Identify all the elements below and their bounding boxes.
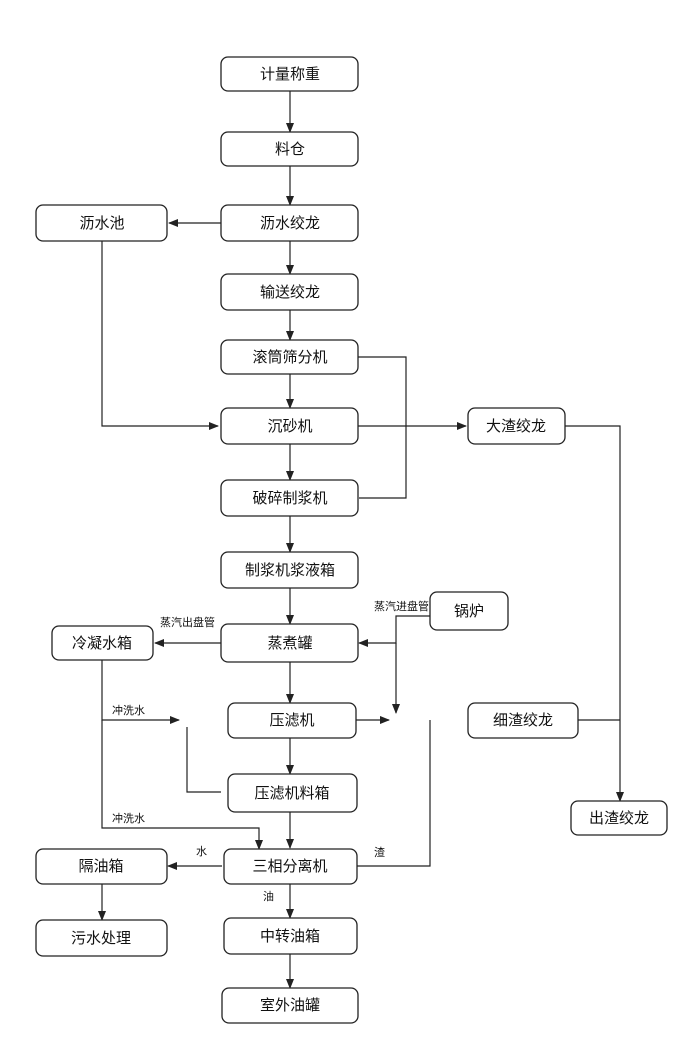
node-drain-pool: 沥水池 xyxy=(35,204,168,242)
node-transfer-oil-tank: 中转油箱 xyxy=(223,917,358,955)
label-steam-in: 蒸汽进盘管 xyxy=(374,599,429,613)
edge-pool-grit xyxy=(101,241,219,430)
svg-text:污水处理: 污水处理 xyxy=(71,929,131,947)
node-filter-press: 压滤机 xyxy=(227,702,357,739)
edge-drum-screen-crusher-loop xyxy=(357,356,407,499)
svg-text:中转油箱: 中转油箱 xyxy=(260,927,320,945)
edge-steam-out-coil xyxy=(186,727,221,793)
svg-text:隔油箱: 隔油箱 xyxy=(78,857,123,875)
node-pulp-tank: 制浆机浆液箱 xyxy=(220,551,359,589)
svg-text:沥水池: 沥水池 xyxy=(79,214,124,232)
node-conveyor-screw: 输送绞龙 xyxy=(220,273,359,311)
edge-coarse-slag-out xyxy=(565,425,624,802)
svg-text:沥水绞龙: 沥水绞龙 xyxy=(260,214,320,232)
node-condensate-tank: 冷凝水箱 xyxy=(51,625,154,661)
node-wastewater-treatment: 污水处理 xyxy=(35,919,168,957)
node-grit-remover: 沉砂机 xyxy=(220,407,359,445)
node-filter-feed-tank: 压滤机料箱 xyxy=(227,773,358,813)
label-flush-water-1: 冲洗水 xyxy=(112,703,145,717)
node-metering: 计量称重 xyxy=(220,56,359,92)
label-oil: 油 xyxy=(263,889,274,903)
edge-separator-slag xyxy=(357,720,431,867)
node-outdoor-oil-tank: 室外油罐 xyxy=(221,987,359,1024)
node-slag-out-screw: 出渣绞龙 xyxy=(570,800,668,836)
svg-text:料仓: 料仓 xyxy=(275,140,305,158)
svg-text:蒸煮罐: 蒸煮罐 xyxy=(267,634,312,652)
node-boiler: 锅炉 xyxy=(429,591,509,631)
label-water: 水 xyxy=(196,845,207,858)
edge-boiler-cooking xyxy=(358,615,430,647)
edge-flush-separator xyxy=(101,720,263,850)
node-silo: 料仓 xyxy=(220,131,359,167)
svg-text:压滤机料箱: 压滤机料箱 xyxy=(254,784,329,802)
node-crusher-pulper: 破碎制浆机 xyxy=(220,479,359,517)
label-steam-out: 蒸汽出盘管 xyxy=(160,615,215,629)
svg-text:制浆机浆液箱: 制浆机浆液箱 xyxy=(245,561,335,579)
node-fine-slag-screw: 细渣绞龙 xyxy=(467,702,579,739)
svg-text:出渣绞龙: 出渣绞龙 xyxy=(589,809,649,827)
svg-text:锅炉: 锅炉 xyxy=(454,602,484,620)
label-flush-water-2: 冲洗水 xyxy=(112,811,145,825)
svg-text:输送绞龙: 输送绞龙 xyxy=(260,283,320,301)
svg-text:滚筒筛分机: 滚筒筛分机 xyxy=(252,348,327,366)
svg-text:压滤机: 压滤机 xyxy=(269,711,314,729)
svg-text:冷凝水箱: 冷凝水箱 xyxy=(72,634,132,652)
node-cooking-tank: 蒸煮罐 xyxy=(220,623,359,663)
svg-text:大渣绞龙: 大渣绞龙 xyxy=(486,417,546,435)
svg-text:沉砂机: 沉砂机 xyxy=(267,417,312,435)
label-slag: 渣 xyxy=(374,845,385,859)
svg-text:室外油罐: 室外油罐 xyxy=(260,996,320,1014)
node-oil-separator: 隔油箱 xyxy=(35,848,168,885)
node-coarse-slag-screw: 大渣绞龙 xyxy=(467,407,566,445)
svg-text:三相分离机: 三相分离机 xyxy=(252,857,327,875)
node-drain-screw: 沥水绞龙 xyxy=(220,204,359,242)
node-drum-screen: 滚筒筛分机 xyxy=(220,339,359,375)
svg-text:破碎制浆机: 破碎制浆机 xyxy=(252,489,327,507)
svg-text:计量称重: 计量称重 xyxy=(260,65,320,83)
svg-text:细渣绞龙: 细渣绞龙 xyxy=(493,711,553,729)
node-three-phase-separator: 三相分离机 xyxy=(223,848,358,885)
